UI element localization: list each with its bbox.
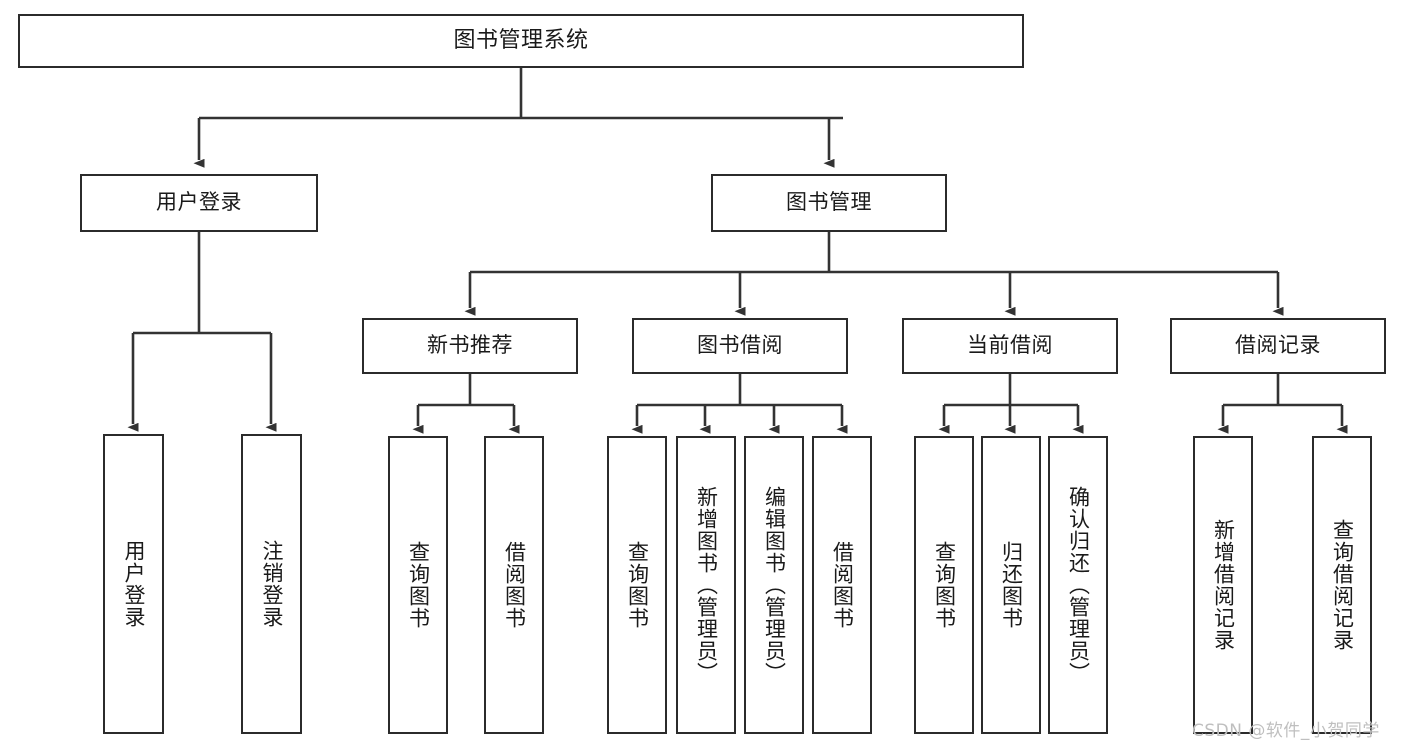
- node-label: 查询借阅记录: [1330, 519, 1355, 651]
- node-label: 图书管理: [786, 190, 872, 215]
- node-current-borrow[interactable]: 当前借阅: [902, 318, 1118, 374]
- leaf-return-book[interactable]: 归还图书: [981, 436, 1041, 734]
- node-book-management[interactable]: 图书管理: [711, 174, 947, 232]
- node-label: 查询图书: [406, 541, 431, 629]
- node-label: 查询图书: [625, 541, 650, 629]
- leaf-query-book-new-recommend[interactable]: 查询图书: [388, 436, 448, 734]
- node-borrow-record[interactable]: 借阅记录: [1170, 318, 1386, 374]
- node-label: 图书管理系统: [453, 27, 589, 53]
- leaf-query-borrow-record[interactable]: 查询借阅记录: [1312, 436, 1372, 734]
- leaf-query-book-borrow[interactable]: 查询图书: [607, 436, 667, 734]
- node-label: 用户登录: [156, 190, 242, 215]
- leaf-borrow-book-borrow[interactable]: 借阅图书: [812, 436, 872, 734]
- csdn-watermark: CSDN @软件_小贺同学: [1192, 721, 1380, 741]
- leaf-add-book-admin[interactable]: 新增图书（管理员）: [676, 436, 736, 734]
- leaf-add-borrow-record[interactable]: 新增借阅记录: [1193, 436, 1253, 734]
- node-root-book-management-system[interactable]: 图书管理系统: [18, 14, 1024, 68]
- leaf-confirm-return-admin[interactable]: 确认归还（管理员）: [1048, 436, 1108, 734]
- node-label: 编辑图书（管理员）: [762, 486, 787, 684]
- node-label: 用户登录: [121, 540, 146, 628]
- leaf-edit-book-admin[interactable]: 编辑图书（管理员）: [744, 436, 804, 734]
- node-label: 查询图书: [932, 541, 957, 629]
- node-book-borrow[interactable]: 图书借阅: [632, 318, 848, 374]
- node-label: 新书推荐: [427, 333, 513, 358]
- node-label: 确认归还（管理员）: [1066, 486, 1091, 684]
- node-label: 新增借阅记录: [1211, 519, 1236, 651]
- leaf-user-login[interactable]: 用户登录: [103, 434, 164, 734]
- node-new-book-recommend[interactable]: 新书推荐: [362, 318, 578, 374]
- leaf-query-book-current[interactable]: 查询图书: [914, 436, 974, 734]
- node-label: 归还图书: [999, 541, 1024, 629]
- leaf-logout-login[interactable]: 注销登录: [241, 434, 302, 734]
- node-label: 新增图书（管理员）: [694, 486, 719, 684]
- leaf-borrow-book-new-recommend[interactable]: 借阅图书: [484, 436, 544, 734]
- node-label: 借阅图书: [502, 541, 527, 629]
- node-label: 图书借阅: [697, 333, 783, 358]
- node-user-login[interactable]: 用户登录: [80, 174, 318, 232]
- node-label: 借阅记录: [1235, 333, 1321, 358]
- node-label: 注销登录: [259, 540, 284, 628]
- node-label: 当前借阅: [967, 333, 1053, 358]
- node-label: 借阅图书: [830, 541, 855, 629]
